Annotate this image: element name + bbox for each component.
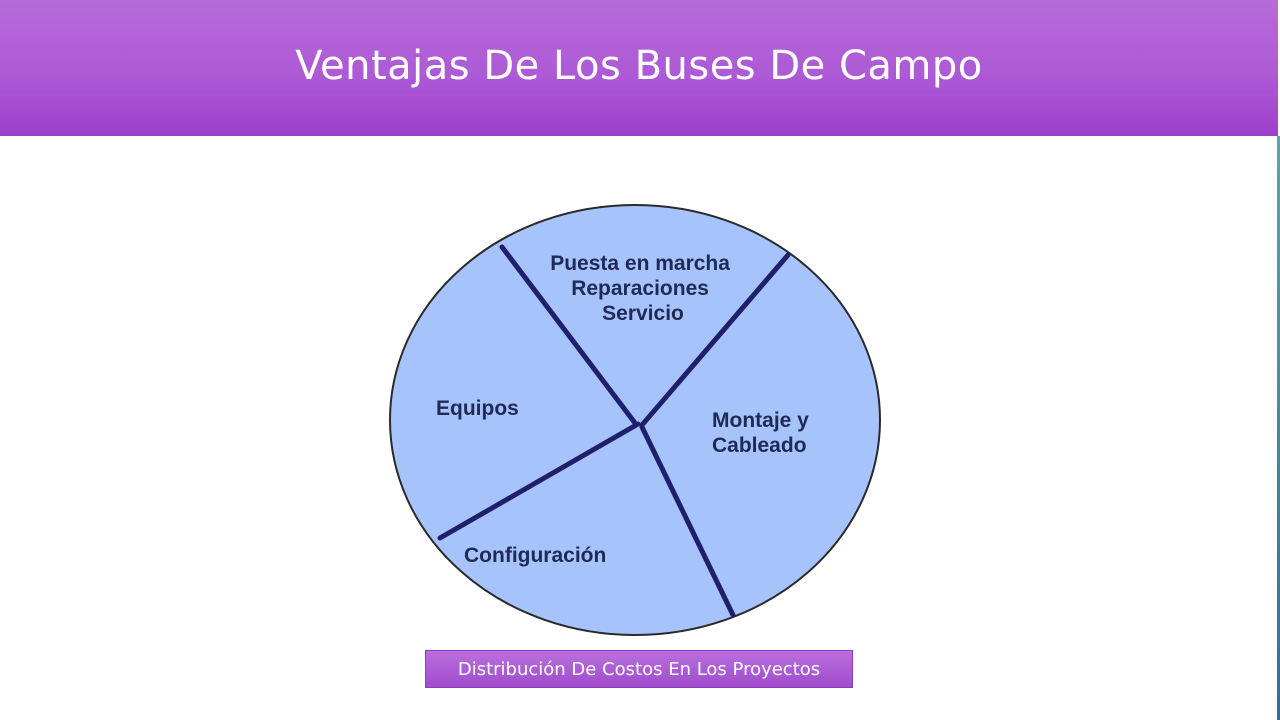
title-bar: Ventajas De Los Buses De Campo (0, 0, 1278, 136)
cost-distribution-diagram: Puesta en marcha Reparaciones Servicio M… (380, 195, 900, 645)
caption-text: Distribución De Costos En Los Proyectos (457, 658, 821, 680)
right-edge-accent (1277, 136, 1280, 720)
slide-title: Ventajas De Los Buses De Campo (295, 43, 983, 89)
segment-label-equipos: Equipos (436, 397, 519, 420)
divider-line (639, 424, 736, 618)
divider-line (639, 252, 791, 428)
diagram-caption: Distribución De Costos En Los Proyectos (425, 650, 853, 688)
segment-label-puesta: Puesta en marcha Reparaciones Servicio (550, 252, 736, 325)
divider-line (437, 421, 641, 541)
divider-line (499, 244, 638, 426)
segment-label-configuracion: Configuración (464, 544, 606, 567)
segment-label-montaje: Montaje y Cableado (712, 409, 815, 457)
